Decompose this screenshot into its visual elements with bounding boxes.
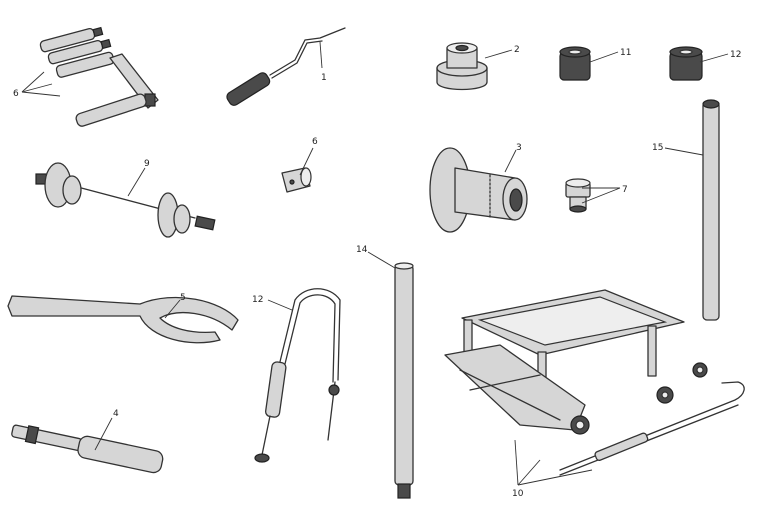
callout-9: 9	[144, 159, 150, 169]
callout-5: 5	[180, 293, 186, 303]
tool-10-service-stand	[444, 289, 745, 476]
callout-4: 4	[113, 409, 119, 419]
callout-3: 3	[516, 143, 522, 153]
callout-12-cap: 12	[730, 50, 741, 60]
callout-leaders	[21, 41, 729, 486]
tool-11-cap	[559, 46, 591, 81]
callout-14: 14	[356, 245, 368, 255]
tool-6-pin-set	[39, 26, 159, 127]
callout-labels: 1 2 3 4 5 6 6 7 9 10 11 12 12 14 15	[13, 45, 741, 499]
tool-12-cable-tool	[254, 288, 341, 463]
tool-15-long-tube	[702, 99, 720, 321]
callout-6-pins: 6	[13, 89, 19, 99]
tool-5-hook-spanner	[7, 295, 239, 344]
callout-6-bushing: 6	[312, 137, 318, 147]
tool-8-bushing	[281, 167, 312, 193]
callout-2: 2	[514, 45, 520, 55]
callout-7: 7	[622, 185, 628, 195]
tool-7-nut-adapter	[565, 178, 591, 213]
tool-4-driver-handle	[11, 424, 164, 474]
tool-14-long-rod	[394, 262, 414, 499]
callout-1: 1	[321, 73, 327, 83]
tool-13-cap	[669, 46, 703, 81]
tool-9-puller-shaft	[35, 162, 216, 238]
tool-3-flanged-sleeve	[429, 147, 528, 233]
callout-10: 10	[512, 489, 524, 499]
callout-15: 15	[652, 143, 663, 153]
callout-12-cable: 12	[252, 295, 263, 305]
callout-11: 11	[620, 48, 631, 58]
tool-2-cup-adapter	[436, 42, 488, 91]
tool-1-hook-pick	[226, 27, 346, 106]
